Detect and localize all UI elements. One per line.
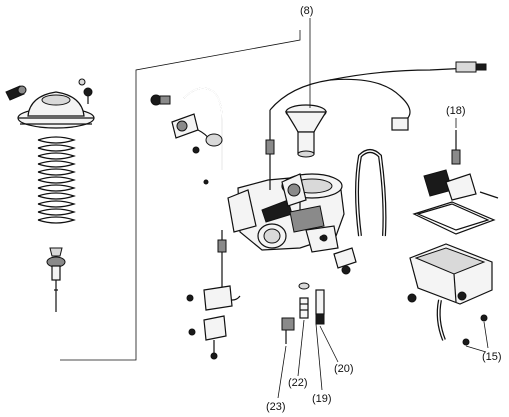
vacuum-chamber-cover [17,91,95,129]
callout-15: (15) [482,351,502,363]
vent-hose [355,149,387,237]
leader-lines [277,118,489,399]
callout-20: (20) [334,363,354,375]
callout-22: (22) [288,377,308,389]
needle-jet-set [281,282,325,344]
carburetor-body [227,173,345,253]
throttle-cable [265,61,487,190]
float-needle-screw [451,130,461,165]
bowl-gasket [412,201,496,235]
callout-8: (8) [300,5,313,17]
mounting-bracket-lower [186,285,233,360]
drain-hose-right [407,293,488,346]
accelerator-pump [171,113,223,185]
drain-fitting [150,94,171,106]
float [423,169,499,201]
assembly-bracket-lines [60,30,301,361]
choke-plunger [319,235,357,275]
cover-screw [78,78,93,104]
callout-19: (19) [312,393,332,405]
choke-lever-bracket [5,85,27,101]
callout-18: (18) [446,105,466,117]
piston-spring [37,136,76,224]
callout-23: (23) [266,401,286,413]
throttle-boot-funnel [284,18,328,158]
float-bowl [409,243,493,305]
fuel-hose-top [183,87,223,170]
jet-needle [46,247,66,312]
